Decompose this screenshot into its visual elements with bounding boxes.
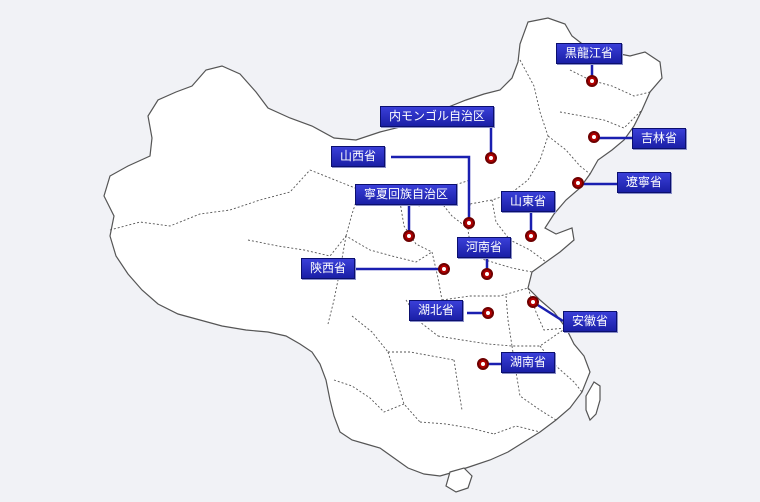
province-borders — [109, 59, 651, 435]
label-shaanxi[interactable]: 陝西省 — [301, 258, 356, 279]
label-liaoning[interactable]: 遼寧省 — [617, 172, 672, 193]
connector-shanxi — [391, 155, 471, 219]
label-hunan[interactable]: 湖南省 — [501, 352, 556, 373]
marker-shandong[interactable] — [525, 230, 537, 242]
label-hubei[interactable]: 湖北省 — [409, 300, 464, 321]
marker-henan[interactable] — [481, 268, 493, 280]
hainan-outline — [445, 467, 473, 493]
label-shanxi[interactable]: 山西省 — [331, 146, 386, 167]
marker-hubei[interactable] — [482, 307, 494, 319]
label-anhui[interactable]: 安徽省 — [563, 311, 618, 332]
label-ningxia[interactable]: 寧夏回族自治区 — [355, 184, 458, 205]
marker-hunan[interactable] — [477, 358, 489, 370]
label-henan[interactable]: 河南省 — [457, 237, 512, 258]
marker-liaoning[interactable] — [572, 177, 584, 189]
label-shandong[interactable]: 山東省 — [501, 191, 556, 212]
mainland-outline — [103, 17, 663, 477]
taiwan-outline — [585, 381, 601, 422]
label-jilin[interactable]: 吉林省 — [632, 128, 687, 149]
marker-shanxi[interactable] — [463, 217, 475, 229]
marker-anhui[interactable] — [527, 296, 539, 308]
label-heilongjiang[interactable]: 黒龍江省 — [556, 43, 623, 64]
marker-shaanxi[interactable] — [438, 263, 450, 275]
marker-ningxia[interactable] — [403, 230, 415, 242]
marker-jilin[interactable] — [588, 131, 600, 143]
label-neimenggu[interactable]: 内モンゴル自治区 — [380, 106, 495, 127]
marker-neimenggu[interactable] — [485, 152, 497, 164]
marker-heilongjiang[interactable] — [586, 75, 598, 87]
